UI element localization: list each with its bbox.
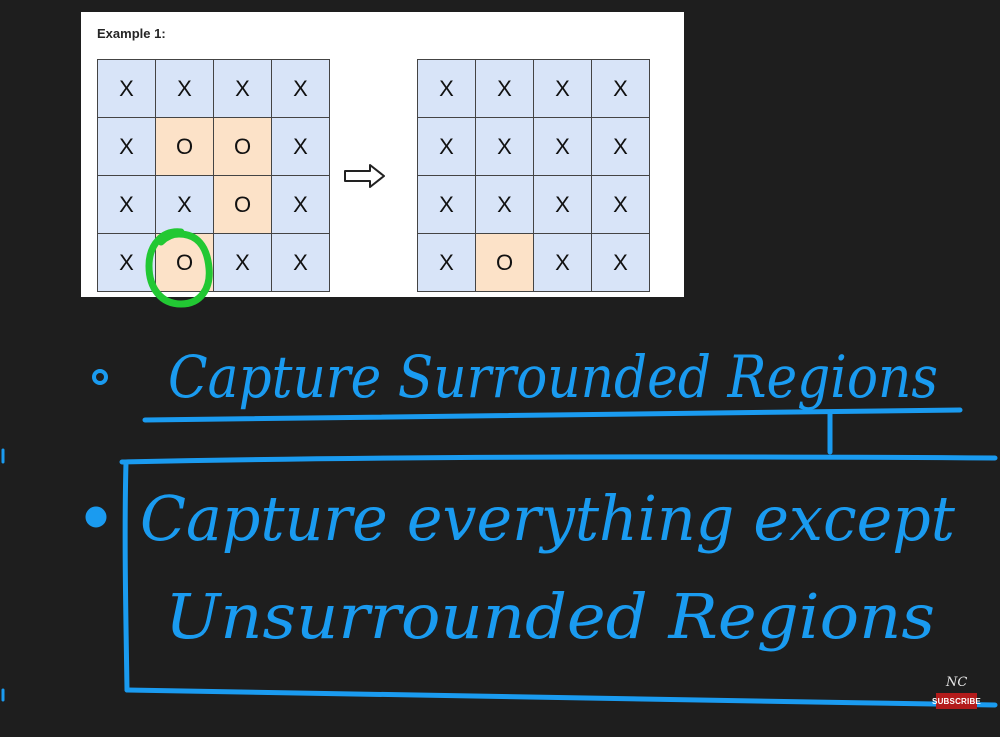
board_before-cell: O xyxy=(156,118,214,176)
notes-line3: Unsurrounded Regions xyxy=(165,580,935,653)
board_after-cell: X xyxy=(418,234,476,292)
channel-logo: NC xyxy=(946,675,968,690)
board_before-cell: X xyxy=(98,118,156,176)
box-left xyxy=(122,459,130,693)
box-bottom xyxy=(124,687,998,708)
board_after-cell: X xyxy=(592,234,650,292)
subscribe-button[interactable]: SUBSCRIBE xyxy=(932,693,981,709)
bullet-2-icon xyxy=(85,506,107,528)
example-title: Example 1: xyxy=(97,26,166,41)
board_after-cell: X xyxy=(534,234,592,292)
board_before-cell: X xyxy=(98,176,156,234)
board_before-cell: X xyxy=(156,176,214,234)
highlight-circle-icon xyxy=(145,228,213,308)
bullet-1-icon xyxy=(92,369,108,385)
title-underline xyxy=(142,407,963,423)
board_after-cell: X xyxy=(418,118,476,176)
board_after-cell: X xyxy=(418,60,476,118)
board_after-cell: X xyxy=(476,176,534,234)
board_before-cell: X xyxy=(272,234,330,292)
board_after-cell: X xyxy=(534,118,592,176)
board_before-cell: X xyxy=(98,60,156,118)
board_after-cell: X xyxy=(592,176,650,234)
right-arrow-icon xyxy=(344,164,385,188)
notes-line2: Capture everything except xyxy=(140,482,955,555)
board_after-cell: O xyxy=(476,234,534,292)
board_before-cell: X xyxy=(156,60,214,118)
board_before-cell: X xyxy=(214,60,272,118)
board_before-cell: X xyxy=(272,60,330,118)
board_before-cell: O xyxy=(214,176,272,234)
board_before-cell: O xyxy=(214,118,272,176)
box-top xyxy=(119,454,998,465)
board_after-cell: X xyxy=(592,118,650,176)
board_after-cell: X xyxy=(476,118,534,176)
board_after-cell: X xyxy=(418,176,476,234)
board_after-cell: X xyxy=(476,60,534,118)
board_after-cell: X xyxy=(534,176,592,234)
board_after-cell: X xyxy=(592,60,650,118)
board_after-cell: X xyxy=(534,60,592,118)
board_before-cell: X xyxy=(272,118,330,176)
board_before-cell: X xyxy=(214,234,272,292)
notes-line1: Capture Surrounded Regions xyxy=(168,343,938,411)
board_before-cell: X xyxy=(272,176,330,234)
